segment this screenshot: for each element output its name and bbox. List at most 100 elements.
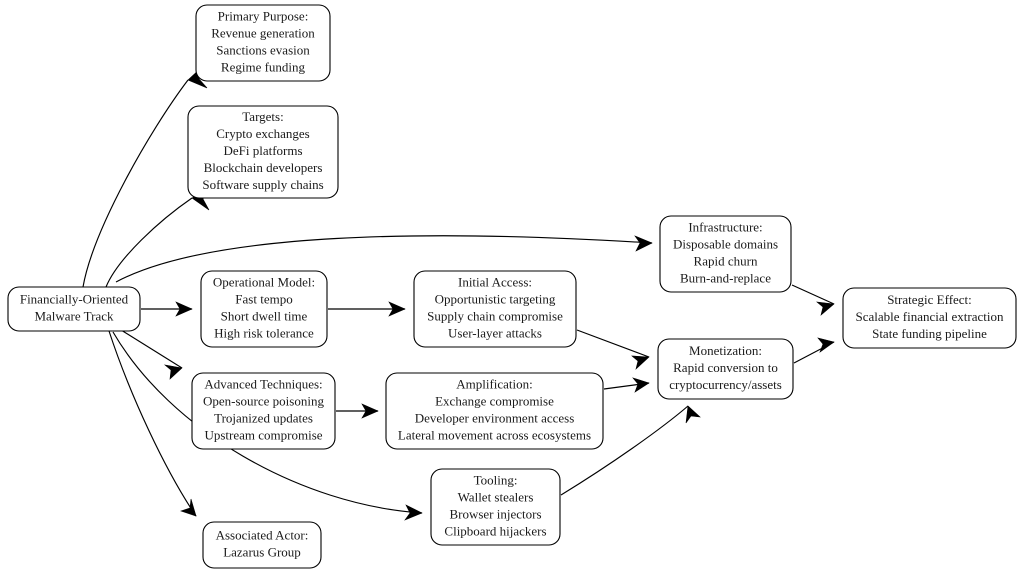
edge-root-to-infrastructure (115, 235, 653, 283)
node-operational-model-line-3: High risk tolerance (214, 325, 314, 340)
node-monetization-line-0: Monetization: (689, 343, 762, 358)
edge-root-to-targets (105, 188, 210, 288)
node-strategic-effect-line-0: Strategic Effect: (887, 292, 972, 307)
node-primary-purpose[interactable]: Primary Purpose: Revenue generationSancti… (195, 4, 331, 82)
node-associated-actor-box (202, 521, 322, 569)
edge-root-to-associated-actor (108, 330, 197, 517)
node-infrastructure-line-3: Burn-and-replace (680, 270, 771, 285)
node-initial-access-line-2: Supply chain compromise (427, 308, 563, 323)
node-primary-purpose-line-3: Regime funding (221, 59, 306, 74)
node-strategic-effect-line-2: State funding pipeline (872, 326, 987, 341)
node-financially-oriented-malware-track-line-0: Financially-Oriented (20, 291, 129, 306)
node-operational-model-line-1: Fast tempo (235, 291, 292, 306)
node-associated-actor-line-1: Lazarus Group (223, 544, 301, 559)
edges-layer (82, 66, 835, 521)
node-initial-access[interactable]: Initial Access: Opportunistic targetingSu… (413, 270, 577, 348)
node-advanced-techniques-line-1: Open-source poisoning (203, 393, 324, 408)
node-amplification-line-1: Exchange compromise (435, 393, 554, 408)
node-advanced-techniques[interactable]: Advanced Techniques:Open-source poisonin… (191, 372, 336, 450)
edge-initial-access-to-monetization (576, 329, 650, 370)
node-primary-purpose-line-1: Revenue generation (211, 25, 315, 40)
edge-initial-access-to-monetization-line (576, 329, 650, 358)
node-operational-model-line-2: Short dwell time (221, 308, 308, 323)
node-targets-line-4: Software supply chains (202, 177, 323, 192)
node-infrastructure-box (659, 215, 792, 293)
node-amplification[interactable]: Amplification: Exchange compromiseDevelop… (385, 372, 604, 450)
edge-root-to-advanced-techniques-arrowhead-icon (163, 364, 183, 380)
node-primary-purpose-box (195, 4, 331, 82)
node-targets-box (187, 105, 339, 199)
node-infrastructure-line-1: Disposable domains (673, 236, 778, 251)
node-monetization-line-2: cryptocurrency/assets (669, 377, 782, 392)
node-operational-model-box (200, 270, 328, 348)
node-amplification-line-2: Developer environment access (415, 410, 575, 425)
node-financially-oriented-malware-track-line-1: Malware Track (34, 308, 114, 323)
edge-monetization-to-strategic-effect (793, 337, 835, 364)
node-tooling-line-2: Browser injectors (449, 506, 541, 521)
node-strategic-effect[interactable]: Strategic Effect: Scalable financial extr… (842, 287, 1017, 349)
node-tooling-line-3: Clipboard hijackers (444, 523, 546, 538)
node-initial-access-line-0: Initial Access: (458, 274, 532, 289)
node-primary-purpose-line-2: Sanctions evasion (216, 42, 310, 57)
node-strategic-effect-box (842, 287, 1017, 349)
edge-root-to-advanced-techniques-line (120, 329, 183, 369)
node-targets-line-3: Blockchain developers (204, 160, 323, 175)
node-financially-oriented-malware-track-box (7, 286, 141, 332)
edge-root-to-operational-model-arrowhead-icon (175, 301, 193, 317)
edge-root-to-tooling-arrowhead-icon (404, 504, 423, 521)
edge-root-to-primary-purpose-line (82, 79, 189, 288)
node-initial-access-line-1: Opportunistic targeting (435, 291, 556, 306)
node-tooling-line-0: Tooling: (474, 472, 518, 487)
node-infrastructure-line-0: Infrastructure: (688, 219, 762, 234)
node-monetization-box (657, 338, 794, 400)
edge-root-to-associated-actor-arrowhead-icon (180, 498, 197, 517)
node-tooling-box (430, 468, 561, 546)
node-advanced-techniques-line-3: Upstream compromise (204, 427, 322, 442)
edge-amplification-to-monetization (603, 377, 650, 393)
node-infrastructure-line-2: Rapid churn (694, 253, 758, 268)
edge-amplification-to-monetization-arrowhead-icon (632, 377, 650, 393)
node-strategic-effect-line-1: Scalable financial extraction (856, 309, 1004, 324)
edge-root-to-advanced-techniques (120, 329, 183, 380)
node-monetization[interactable]: Monetization: Rapid conversion to cryptocu… (657, 338, 794, 400)
edge-root-to-infrastructure-line (115, 235, 653, 283)
node-associated-actor-line-0: Associated Actor: (216, 527, 309, 542)
edge-root-to-tooling (112, 331, 423, 521)
node-primary-purpose-line-0: Primary Purpose: (218, 8, 309, 23)
edge-advanced-techniques-to-amplification-arrowhead-icon (361, 403, 379, 419)
node-initial-access-line-3: User-layer attacks (448, 325, 542, 340)
node-monetization-line-1: Rapid conversion to (673, 360, 778, 375)
node-amplification-line-3: Lateral movement across ecosystems (398, 427, 591, 442)
edge-tooling-to-monetization (560, 405, 701, 496)
edge-root-to-operational-model (141, 301, 193, 317)
node-advanced-techniques-line-2: Trojanized updates (214, 410, 313, 425)
edge-infrastructure-to-strategic-effect (791, 284, 835, 316)
edge-monetization-to-strategic-effect-arrowhead-icon (817, 337, 835, 353)
node-operational-model-line-0: Operational Model: (213, 274, 315, 289)
node-amplification-line-0: Amplification: (456, 376, 533, 391)
node-initial-access-box (413, 270, 577, 348)
node-advanced-techniques-box (191, 372, 336, 450)
edge-advanced-techniques-to-amplification (336, 403, 379, 419)
edge-infrastructure-to-strategic-effect-line (791, 284, 835, 305)
edge-root-to-associated-actor-line (108, 330, 197, 517)
edge-root-to-tooling-line (112, 331, 423, 514)
edge-tooling-to-monetization-arrowhead-icon (685, 405, 701, 424)
node-associated-actor[interactable]: Associated Actor: Lazarus Group (202, 521, 322, 569)
node-targets-line-1: Crypto exchanges (216, 126, 310, 141)
node-tooling-line-1: Wallet stealers (458, 489, 534, 504)
node-targets-line-0: Targets: (242, 109, 283, 124)
edge-infrastructure-to-strategic-effect-arrowhead-icon (816, 301, 835, 316)
edge-root-to-targets-line (105, 197, 193, 288)
edge-operational-model-to-initial-access-arrowhead-icon (388, 301, 406, 317)
edge-operational-model-to-initial-access (328, 301, 406, 317)
node-amplification-box (385, 372, 604, 450)
